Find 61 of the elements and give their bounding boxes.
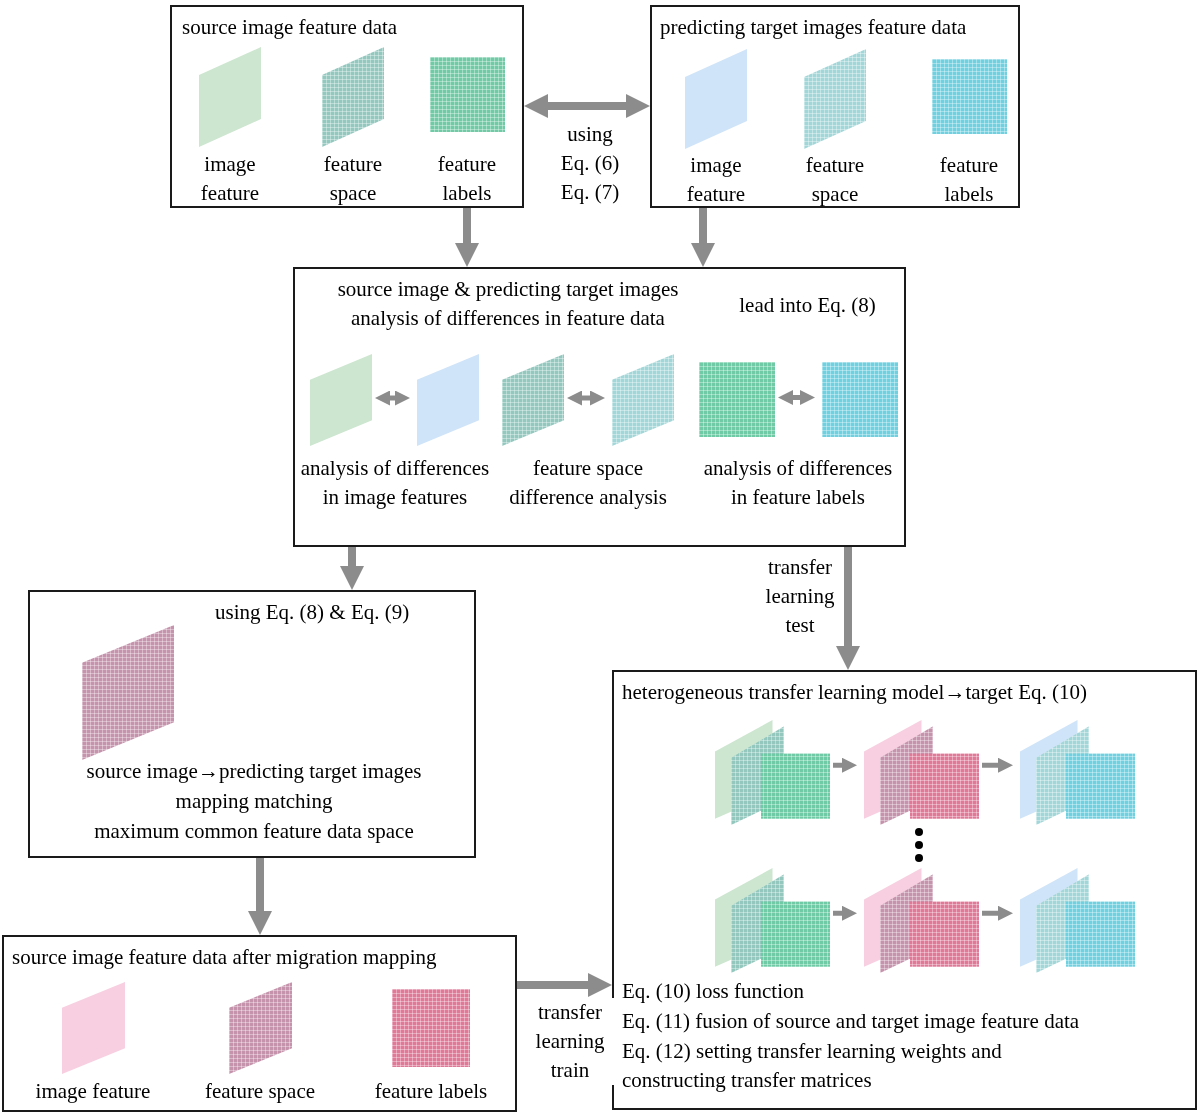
box-heading: using Eq. (8) & Eq. (9): [215, 599, 411, 626]
layer-stack-drawing: [864, 868, 979, 973]
parallelogram-plane: [612, 354, 674, 446]
arrow: [524, 94, 650, 118]
parallelogram-plane: [310, 354, 372, 446]
arrow: [375, 390, 410, 406]
box-text: feature space difference analysis: [508, 455, 668, 511]
process-box: [2, 935, 517, 1112]
arrow: [567, 390, 605, 406]
parallelogram-plane: [502, 354, 564, 446]
box-text: Eq. (11) fusion of source and target image feature data: [622, 1008, 1081, 1035]
layer-stack-drawing: [715, 720, 830, 825]
parallelogram-plane: [62, 982, 125, 1074]
layer-stack-drawing: [715, 868, 830, 973]
parallelogram-plane: [82, 625, 174, 760]
layer-stack-drawing: [1020, 720, 1135, 825]
box-heading: source image feature data after migration mapping: [12, 944, 438, 971]
box-text: maximum common feature data space: [93, 818, 415, 845]
square-grid: [932, 59, 1007, 134]
shape-caption: feature space: [203, 1078, 317, 1105]
shape-caption: image feature: [199, 151, 261, 207]
box-text: analysis of differences in feature labels: [702, 455, 894, 511]
parallelogram-plane: [804, 49, 866, 149]
parallelogram-plane: [685, 49, 747, 149]
process-box: [293, 267, 906, 547]
box-text: Eq. (10) loss function: [622, 978, 805, 1005]
parallelogram-plane: [199, 47, 261, 147]
box-text: Eq. (12) setting transfer learning weights and constructing transfer matrices: [622, 1038, 1003, 1094]
layer-stack-drawing: [1020, 868, 1135, 973]
arrow: [778, 390, 815, 405]
box-heading: heterogeneous transfer learning model→target Eq. (10): [622, 679, 1088, 706]
process-box: [28, 590, 476, 858]
box-heading: source image & predicting target images analysis of differences in feature data: [336, 276, 680, 332]
arrow: [833, 905, 857, 921]
parallelogram-plane: [417, 354, 479, 446]
shape-caption: feature labels: [938, 152, 1000, 208]
parallelogram-plane: [229, 982, 292, 1074]
square-grid: [699, 362, 775, 437]
shape-caption: feature space: [804, 152, 866, 208]
box-heading: source image feature data: [182, 14, 399, 41]
shape-caption: feature labels: [373, 1078, 489, 1105]
square-grid: [430, 57, 505, 132]
shape-caption: image feature: [34, 1078, 152, 1105]
process-box: [650, 5, 1020, 208]
process-box: [170, 5, 524, 208]
box-heading: predicting target images feature data: [660, 14, 968, 41]
box-text: mapping matching: [174, 788, 334, 815]
box-text: lead into Eq. (8): [738, 292, 877, 319]
layer-stack-drawing: [864, 720, 979, 825]
arrow: [982, 905, 1013, 921]
box-text: analysis of differences in image features: [299, 455, 491, 511]
process-box: [612, 670, 1197, 1110]
shape-caption: feature labels: [436, 151, 498, 207]
square-grid: [392, 989, 470, 1067]
square-grid: [822, 362, 898, 437]
parallelogram-plane: [322, 47, 384, 147]
shape-caption: image feature: [685, 152, 747, 208]
arrow: [982, 757, 1013, 773]
shape-caption: feature space: [322, 151, 384, 207]
box-text: source image→predicting target images: [85, 758, 423, 785]
arrow: [833, 757, 857, 773]
